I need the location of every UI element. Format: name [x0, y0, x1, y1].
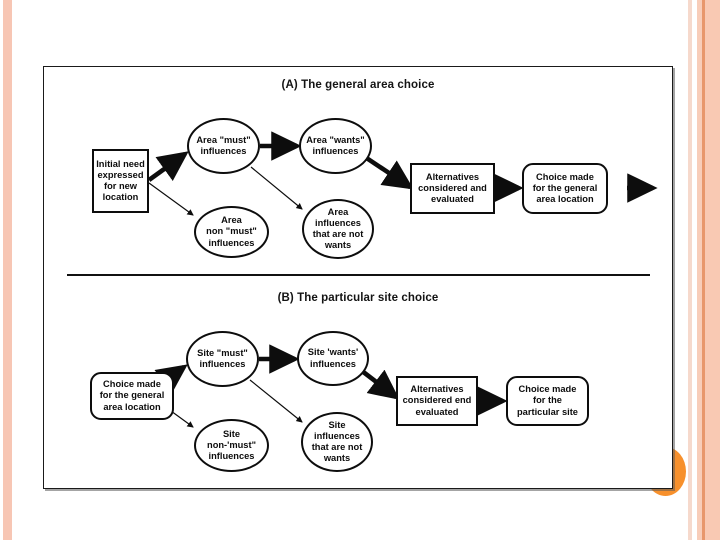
node-site-wants-influences[interactable]: Site 'wants'influences: [297, 331, 369, 386]
figure-frame: (A) The general area choice: [43, 66, 673, 489]
panel-a-general-area-choice: (A) The general area choice: [44, 67, 672, 274]
right-accent-stripe-3: [702, 0, 705, 540]
right-accent-stripe-1: [688, 0, 692, 540]
right-accent-stripe-2: [697, 0, 702, 540]
right-accent-stripe-4: [705, 0, 720, 540]
left-accent-stripe: [3, 0, 12, 540]
panel-a-title: (A) The general area choice: [281, 79, 435, 91]
panel-b-particular-site-choice: (B) The particular site choice: [44, 277, 672, 488]
panel-a-edges: [147, 131, 658, 216]
panel-b-title: (B) The particular site choice: [277, 292, 439, 304]
panel-divider: [67, 274, 650, 276]
node-area-must-influences[interactable]: Area "must"influences: [187, 118, 260, 174]
node-site-must-influences[interactable]: Site "must"influences: [186, 331, 259, 387]
node-area-wants-influences[interactable]: Area "wants"influences: [299, 118, 372, 174]
